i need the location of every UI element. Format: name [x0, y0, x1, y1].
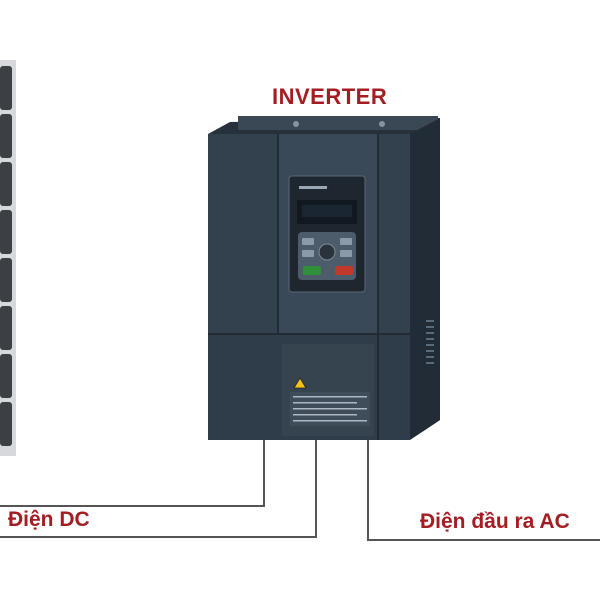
solar-panel-icon	[0, 60, 16, 456]
dc-label: Điện DC	[8, 508, 90, 531]
solar-cell	[0, 402, 12, 446]
wire-dc-positive	[0, 440, 265, 507]
solar-cell	[0, 162, 12, 206]
vent-slit	[426, 362, 434, 364]
vent-slit	[426, 356, 434, 358]
warning-text-line	[293, 420, 367, 422]
warning-text-line	[293, 396, 367, 398]
keypad-panel	[288, 175, 366, 293]
vent-slit	[426, 320, 434, 322]
warning-text-line	[293, 414, 357, 416]
warning-text-line	[293, 402, 357, 404]
vent-slit	[426, 332, 434, 334]
warning-text-line	[293, 408, 367, 410]
solar-cell	[0, 66, 12, 110]
solar-cell	[0, 210, 12, 254]
vent-slits	[426, 320, 434, 364]
vent-slit	[426, 338, 434, 340]
run-key	[303, 266, 321, 275]
wires	[0, 440, 600, 541]
warning-icon	[290, 377, 370, 426]
stop-key	[335, 266, 353, 275]
wire-ac-output	[367, 440, 600, 541]
solar-cell	[0, 114, 12, 158]
diagram-title: INVERTER	[272, 84, 388, 109]
ac-output-label: Điện đầu ra AC	[420, 510, 570, 533]
solar-cell	[0, 258, 12, 302]
solar-cell	[0, 306, 12, 350]
solar-cell	[0, 354, 12, 398]
wire-dc-negative	[0, 440, 317, 538]
vent-slit	[426, 344, 434, 346]
vent-slit	[426, 326, 434, 328]
inverter-device-icon	[208, 116, 440, 440]
vent-slit	[426, 350, 434, 352]
solar-panel-cells	[0, 66, 12, 446]
